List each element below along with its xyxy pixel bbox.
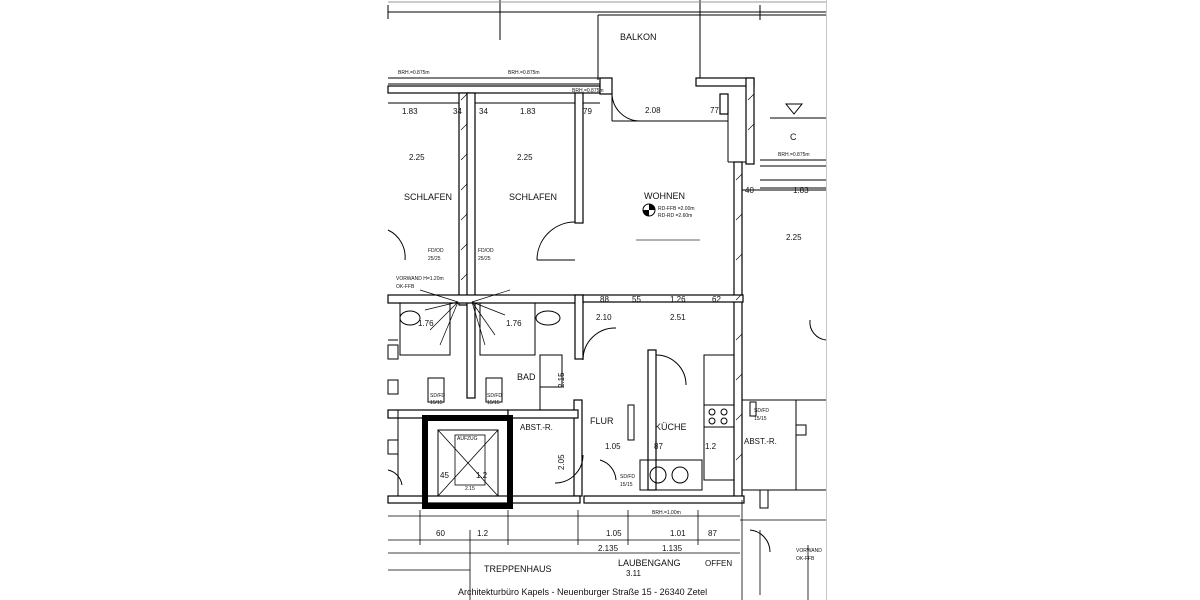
elevator-shaft: [422, 415, 513, 509]
room-label-wohnen: WOHNEN: [644, 191, 685, 201]
room-label-balkon: BALKON: [620, 32, 657, 42]
dim-2-10: 2.10: [596, 313, 612, 322]
note-sd-2b: 15/15: [487, 400, 500, 406]
section-label: C: [790, 132, 797, 142]
dim-34-a: 34: [453, 107, 462, 116]
dim-bot-60: 60: [436, 529, 445, 538]
neighbor-unit: [742, 189, 826, 509]
sheet-right-edge: [826, 0, 827, 600]
dim-aufzug-1-2: 1.2: [476, 471, 488, 480]
note-brh-2: BRH.=0.875m: [508, 70, 540, 76]
note-wohnen-1: RD-FFB =2.00m: [658, 206, 695, 212]
dim-2-25-a: 2.25: [409, 153, 425, 162]
door-swings: [387, 92, 827, 553]
dim-1-83-right: 1.83: [793, 186, 809, 195]
left-neighbor-unit: [387, 339, 399, 496]
note-fd-1b: 25/25: [428, 256, 441, 262]
dim-1-05-flur: 1.05: [605, 442, 621, 451]
dim-88: 88: [600, 295, 609, 304]
architect-footer: Architekturbüro Kapels - Neuenburger Str…: [458, 587, 707, 597]
exterior-walls: [387, 77, 755, 504]
dim-1-26: 1.26: [670, 295, 686, 304]
dim-1-83-left: 1.83: [402, 107, 418, 116]
dim-77: 77: [710, 106, 719, 115]
dim-bot-1-05: 1.05: [606, 529, 622, 538]
note-brh-5: BRH.=1.00m: [652, 510, 681, 516]
note-okffb: OK-FFB: [396, 284, 415, 290]
dim-bot-1-135: 1.135: [662, 544, 683, 553]
note-sd-2: SD/FD: [487, 393, 502, 399]
dim-2-15-flur: 2.15: [557, 372, 566, 388]
bottom-dimension-lines: [388, 500, 826, 600]
note-brh-1: BRH.=0.875m: [398, 70, 430, 76]
living-room-lines: [612, 114, 746, 241]
room-label-offen: OFFEN: [705, 559, 732, 568]
level-symbol: [642, 203, 656, 217]
dim-87-kueche: 87: [654, 442, 663, 451]
kitchen-fixtures: [627, 354, 735, 491]
note-vorwand: VORWAND H=1.20m: [396, 276, 444, 282]
note-brh-3: BRH.=0.875m: [572, 88, 604, 94]
room-label-schlafen-2: SCHLAFEN: [509, 192, 557, 202]
dim-34-b: 34: [479, 107, 488, 116]
dim-aufzug-2-15: 2.15: [465, 486, 475, 492]
room-label-laubengang: LAUBENGANG: [618, 558, 681, 568]
note-brh-4: BRH.=0.875m: [778, 152, 810, 158]
room-label-abst-left: ABST.-R.: [520, 423, 553, 432]
note-okffb-2: OK-FFB: [796, 556, 815, 562]
room-label-treppenhaus: TREPPENHAUS: [484, 564, 552, 574]
dim-bot-1-01: 1.01: [670, 529, 686, 538]
dim-bot-1-2: 1.2: [477, 529, 489, 538]
dim-bot-2-135: 2.135: [598, 544, 619, 553]
dim-1-2-kueche: 1.2: [705, 442, 717, 451]
dim-bot-87: 87: [708, 529, 717, 538]
section-marker: [770, 103, 826, 119]
dim-aufzug-45: 45: [440, 471, 449, 480]
note-wohnen-2: RD-RD =2.60m: [658, 213, 692, 219]
dim-2-08: 2.08: [645, 106, 661, 115]
room-label-schlafen-1: SCHLAFEN: [404, 192, 452, 202]
room-label-abst-right: ABST.-R.: [744, 437, 777, 446]
shower-radial-lines: [419, 289, 511, 346]
room-label-aufzug: AUFZUG: [457, 436, 478, 442]
dim-62: 62: [712, 295, 721, 304]
note-fd-2b: 25/25: [478, 256, 491, 262]
dim-bot-3-11: 3.11: [626, 569, 642, 578]
dim-2-51: 2.51: [670, 313, 686, 322]
dim-1-76-b: 1.76: [506, 319, 522, 328]
dim-2-25-b: 2.25: [517, 153, 533, 162]
dim-55: 55: [632, 295, 641, 304]
note-sd-1: SD/FD: [430, 393, 445, 399]
note-sd-4: SD/FD: [754, 408, 769, 414]
balcony-outline: [597, 14, 826, 78]
dim-40: 40: [745, 186, 754, 195]
dim-79: 79: [583, 107, 592, 116]
room-label-kueche: KÜCHE: [655, 422, 687, 432]
note-sd-3: SD/FD: [620, 474, 635, 480]
dim-2-25-right: 2.25: [786, 233, 802, 242]
note-vorwand-2: VORWAND: [796, 548, 822, 554]
room-label-flur: FLUR: [590, 416, 614, 426]
note-fd-1: FD/OD: [428, 248, 444, 254]
note-fd-2: FD/OD: [478, 248, 494, 254]
room-label-bad: BAD: [517, 372, 536, 382]
window-sill-lines: [388, 77, 826, 189]
note-sd-3b: 15/15: [620, 482, 633, 488]
dim-1-76-a: 1.76: [418, 319, 434, 328]
top-dimension-strip: [387, 0, 826, 80]
note-sd-4b: 15/15: [754, 416, 767, 422]
dim-1-83-mid: 1.83: [520, 107, 536, 116]
note-sd-1b: 15/15: [430, 400, 443, 406]
wall-hatching: [460, 93, 755, 461]
dim-2-05-flur: 2.05: [557, 454, 566, 470]
